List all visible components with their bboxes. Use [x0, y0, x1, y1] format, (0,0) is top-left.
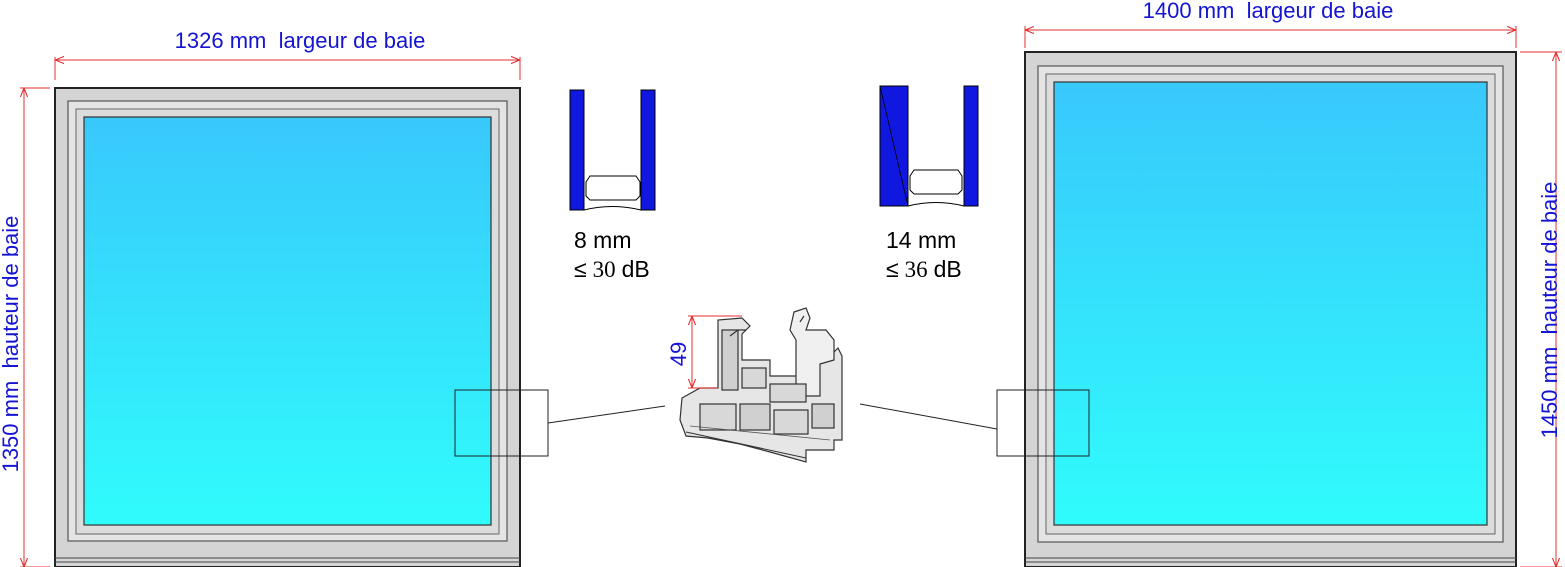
- glazing-right-thickness: 14 mm: [886, 227, 956, 253]
- glazing-left-spacer: [585, 175, 641, 201]
- glazing-left-pane-outer: [569, 89, 585, 211]
- glazing-left-thickness: 8 mm: [574, 227, 632, 253]
- right-window: [859, 51, 1517, 567]
- left-window-glass: [83, 116, 492, 526]
- left-height-label: 1350 mm hauteur de baie: [0, 216, 23, 473]
- left-width-label: 1326 mm largeur de baie: [175, 28, 426, 53]
- right-height-label: 1450 mm hauteur de baie: [1537, 182, 1562, 439]
- right-detail-box: [996, 389, 1090, 457]
- right-height-dimension: 1450 mm hauteur de baie: [1520, 51, 1562, 567]
- profile-cross-section: [679, 307, 843, 463]
- glazing-left-pane-inner: [640, 89, 656, 211]
- profile-depth-label: 49: [666, 342, 691, 366]
- glazing-right-spacer: [909, 169, 963, 195]
- right-width-label: 1400 mm largeur de baie: [1143, 0, 1394, 23]
- left-width-dimension: 1326 mm largeur de baie: [54, 28, 521, 80]
- profile-depth-dimension: 49: [666, 315, 742, 389]
- profile-sash: [789, 307, 835, 397]
- left-leader-line: [547, 405, 666, 424]
- glazing-right-pane-inner: [963, 85, 979, 207]
- left-height-dimension: 1350 mm hauteur de baie: [0, 87, 50, 567]
- left-window: [54, 87, 666, 567]
- right-leader-line: [859, 403, 998, 430]
- right-width-dimension: 1400 mm largeur de baie: [1024, 0, 1517, 48]
- right-window-glass: [1053, 81, 1488, 526]
